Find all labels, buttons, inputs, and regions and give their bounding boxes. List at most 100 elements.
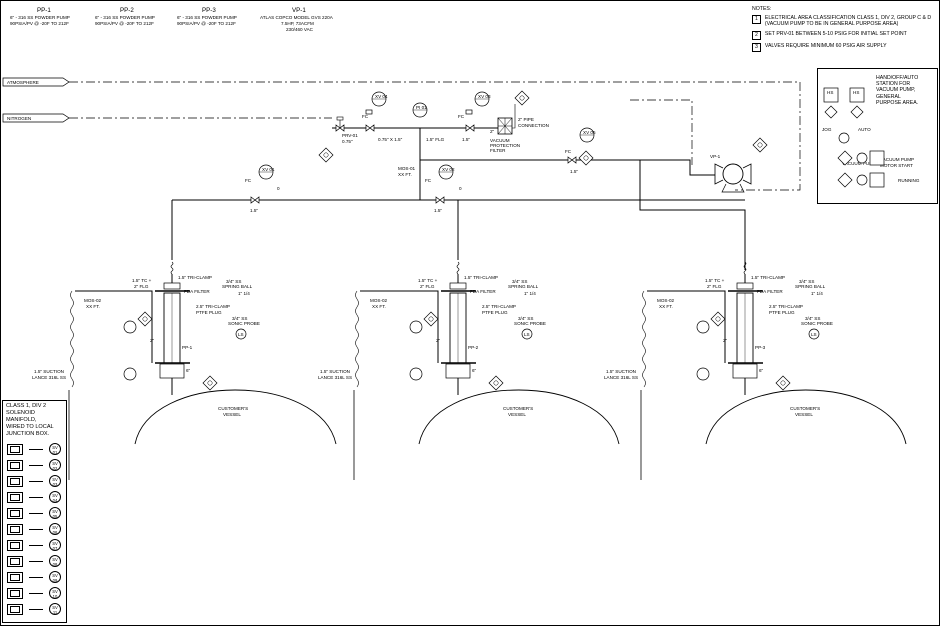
- mos01-tag: MOS-01: [398, 166, 416, 171]
- sv-tag: SV 09: [49, 571, 61, 583]
- hs-auto: AUTO: [858, 127, 871, 132]
- solenoid-symbol-icon: [7, 507, 23, 519]
- xv02-zero: 0: [459, 186, 462, 191]
- station3-plug1: 2.5" TRI-CLAMP: [769, 304, 803, 309]
- solenoid-symbol-icon: [7, 459, 23, 471]
- vp1-label: VP-1: [710, 154, 721, 159]
- xv02-valve: XV 02 FC 1.5" 0: [425, 164, 462, 213]
- station1-vessel2: VESSEL: [223, 412, 241, 417]
- pp3-desc: 6" - 316 SS POWDER PUMP: [177, 15, 237, 20]
- pump-station-1: 1.5" TRI-CLAMP 1.5" TC + 2" FLG FDA FILT…: [32, 261, 337, 480]
- pump-station-3: 1.5" TRI-CLAMP 1.5" TC + 2" FLG FDA FILT…: [604, 261, 907, 480]
- station2-ball: SPRING BALL: [508, 284, 539, 289]
- station3-vessel2: VESSEL: [795, 412, 813, 417]
- vacuum-protection-filter: VACUUM PROTECTION FILTER: [490, 90, 530, 153]
- filter-label-2: PROTECTION: [490, 143, 520, 148]
- solenoid-symbol-icon: [7, 539, 23, 551]
- wire-line: [29, 496, 43, 498]
- hoa-start-1: VACUUM PUMP: [842, 161, 876, 166]
- hs-label-1: HS: [827, 90, 833, 95]
- station3-triclamp: 1.5" TRI-CLAMP: [751, 275, 785, 280]
- solenoid-symbol-icon: [7, 555, 23, 567]
- equipment-titles: PP-1 6" - 316 SS POWDER PUMP 90PSIA/PV @…: [10, 7, 334, 32]
- wire-line: [29, 560, 43, 562]
- note-3-number: 3: [752, 42, 761, 52]
- station2-vessel1: CUSTOMER'S: [503, 406, 533, 411]
- legend-title-3: MANIFOLD,: [6, 417, 37, 423]
- station1-ball: SPRING BALL: [222, 284, 253, 289]
- wire-line: [29, 544, 43, 546]
- station1-six: 6": [186, 368, 191, 373]
- pp3-rating: 90PSIA/PV @ -20F TO 212F: [177, 21, 236, 26]
- reducer-label: 0.75" X 1.5": [378, 137, 403, 142]
- station3-probe2: SONIC PROBE: [801, 321, 833, 326]
- legend-row: SV 08: [7, 553, 61, 569]
- station1-xxft: XX FT.: [86, 304, 100, 309]
- wire-line: [29, 480, 43, 482]
- station2-suction1: 1.5" SUCTION: [320, 369, 350, 374]
- hoa-symbols: HS HS JOG AUTO VACUUM PUMP VACUUM PUMP M…: [822, 87, 920, 188]
- xv05-valve: XV 05 FC 1.5": [565, 127, 596, 174]
- solenoid-symbol-icon: [7, 475, 23, 487]
- header-piping: [171, 99, 746, 270]
- hoa-start-line1: VACUUM PUMP: [880, 157, 914, 162]
- pipe-label: 2" PIPE: [518, 117, 534, 122]
- legend-title-5: JUNCTION BOX.: [6, 431, 50, 437]
- sv-tag: SV 11: [49, 603, 61, 615]
- xv05-size: 1.5": [570, 169, 578, 174]
- pi01-label: PI 01: [416, 105, 427, 110]
- wire-line: [29, 464, 43, 466]
- station1-vessel1: CUSTOMER'S: [218, 406, 248, 411]
- solenoid-symbol-icon: [7, 571, 23, 583]
- legend-row: SV 06: [7, 521, 61, 537]
- station2-ss: 3/4" SS: [512, 279, 527, 284]
- vp1-power: 7.5HP, 73ACFM: [281, 21, 314, 26]
- fc-label-02: FC: [425, 178, 432, 183]
- sv-tag: SV 03: [49, 475, 61, 487]
- station2-size: 2": [436, 338, 441, 343]
- station3-suction1: 1.5" SUCTION: [606, 369, 636, 374]
- hoa-text-2: STATION FOR: [876, 81, 911, 88]
- pi01-gauge: PI 01: [412, 102, 428, 118]
- xv03-label: XV 03: [478, 94, 491, 99]
- station2-tc: 1.5" TC +: [418, 278, 438, 283]
- legend-row: SV 01: [7, 441, 61, 457]
- station3-mos: MOS-02: [657, 298, 675, 303]
- station1-triclamp: 1.5" TRI-CLAMP: [178, 275, 212, 280]
- station3-pump: PP-3: [755, 345, 766, 350]
- hs-jog: JOG: [822, 127, 832, 132]
- legend-row: SV 03: [7, 473, 61, 489]
- legend-title-2: SOLENOID: [6, 410, 35, 416]
- pp1-tag: PP-1: [37, 7, 51, 14]
- station2-plug2: PTFE PLUG: [482, 310, 508, 315]
- atmosphere-label: ATMOSPHERE: [7, 80, 39, 85]
- xv01-valve: XV 01 FC 1.5" 0: [245, 164, 280, 213]
- legend-row: SV 02: [7, 457, 61, 473]
- xv01-zero: 0: [277, 186, 280, 191]
- pp1-desc: 6" - 316 SS POWDER PUMP: [10, 15, 70, 20]
- station2-quarter: 1" 1/4: [524, 291, 536, 296]
- note-2: 2 SET PRV-01 BETWEEN 5-10 PSIG FOR INITI…: [752, 30, 937, 40]
- station3-suction2: LANCE 316L SS: [604, 375, 638, 380]
- station2-probe2: SONIC PROBE: [514, 321, 546, 326]
- station3-ls: LS: [811, 332, 817, 337]
- atmosphere-line: ATMOSPHERE: [2, 77, 801, 191]
- station1-suction1: 1.5" SUCTION: [34, 369, 64, 374]
- wire-line: [29, 576, 43, 578]
- station2-suction2: LANCE 316L SS: [318, 375, 352, 380]
- xv02-label: XV 02: [442, 167, 455, 172]
- note-1-text: ELECTRICAL AREA CLASSIFICATION CLASS 1, …: [764, 15, 932, 22]
- vp1-voltage: 230/460 VAC: [286, 27, 314, 32]
- station2-six: 6": [472, 368, 477, 373]
- station3-flg: 2" FLG: [707, 284, 722, 289]
- xv02-size: 1.5": [434, 208, 442, 213]
- hoa-station-box: HAND/OFF/AUTO STATION FOR VACUUM PUMP, G…: [817, 68, 938, 204]
- solenoid-manifold-legend: CLASS 1, DIV 2 SOLENOID MANIFOLD, WIRED …: [2, 400, 67, 623]
- station1-quarter: 1" 1/4: [238, 291, 250, 296]
- station2-plug1: 2.5" TRI-CLAMP: [482, 304, 516, 309]
- hoa-text-4: GENERAL: [876, 93, 901, 100]
- station1-plug1: 2.5" TRI-CLAMP: [196, 304, 230, 309]
- prv-size: 0.75": [342, 139, 353, 144]
- filter-label-3: FILTER: [490, 148, 506, 153]
